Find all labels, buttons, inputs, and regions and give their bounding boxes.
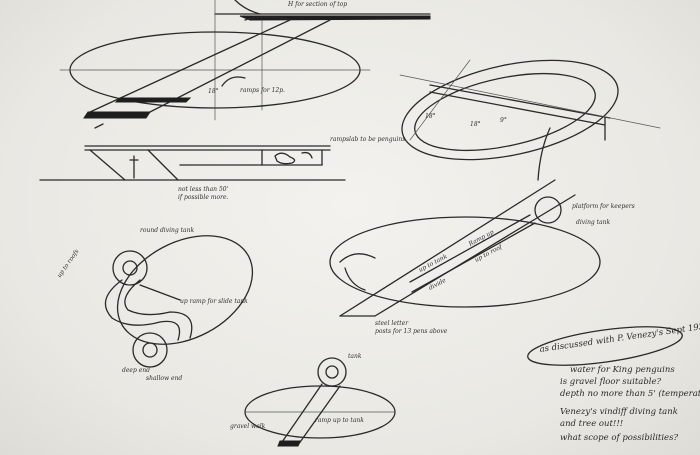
discussion-line-7: what scope of possibilities? bbox=[560, 433, 678, 443]
penguin-mark-2 bbox=[301, 151, 313, 159]
diving-tank-label: diving tank bbox=[576, 219, 611, 226]
section-elevation: rampslab to be penguins not less than 50… bbox=[39, 136, 405, 201]
round-tank-bottom bbox=[132, 332, 168, 368]
small-ramp-a bbox=[279, 383, 323, 446]
diving-tank-circle bbox=[534, 196, 562, 224]
roof-dots bbox=[244, 16, 291, 21]
ramp-slide-label: up ramp for slide tank bbox=[180, 298, 248, 305]
s-ramp-path-a bbox=[104, 279, 181, 341]
top-header-label: H for section of top bbox=[287, 1, 347, 8]
platform-label: platform for keepers bbox=[572, 203, 635, 210]
perspective-ellipse-inner bbox=[414, 72, 596, 152]
angle-d-label: 9° bbox=[500, 117, 507, 124]
small-plan: tank ramp up to tank gravel walk bbox=[230, 353, 396, 447]
less-than-label: not less than 50' bbox=[178, 186, 229, 193]
up-to-roofs-label: up to roofs bbox=[56, 248, 81, 279]
perspective-guide bbox=[399, 74, 661, 129]
ramp-edge-b bbox=[149, 19, 331, 113]
plan-ramp-mid-b bbox=[411, 222, 536, 293]
plan-curve-2 bbox=[344, 267, 366, 291]
posts-label: posts for 13 pens above bbox=[375, 328, 448, 335]
s-ramp-slab bbox=[139, 284, 181, 301]
divide-label: divide bbox=[428, 277, 448, 292]
human-figure bbox=[129, 155, 139, 179]
s-plan-ellipse bbox=[116, 235, 254, 345]
perspective-slab-bottom bbox=[429, 91, 606, 126]
plan-with-ramp: platform for keepers diving tank up to t… bbox=[329, 179, 635, 335]
discussion-line-3: is gravel floor suitable? bbox=[560, 377, 662, 387]
angle-a-label: 18° bbox=[208, 88, 219, 95]
gravel-walk-label: gravel walk bbox=[230, 423, 266, 430]
discussion-line-6: and tree out!!! bbox=[560, 419, 623, 429]
notes-circle bbox=[527, 326, 683, 366]
small-ramp-base bbox=[277, 440, 301, 447]
top-left-plan: H for section of top ramps for 12p. 18° bbox=[59, 0, 431, 129]
ramp-up-tank-label: ramp up to tank bbox=[315, 417, 364, 424]
round-tank-label: round diving tank bbox=[140, 227, 194, 234]
perspective-curve bbox=[537, 127, 551, 181]
penguin-mark bbox=[274, 152, 296, 165]
perspective-slab-top bbox=[429, 84, 611, 119]
tank-label: tank bbox=[348, 353, 362, 360]
perspective-view: 18° 18° 9° bbox=[399, 59, 661, 181]
small-tank-inner bbox=[325, 365, 339, 379]
discussion-notes: as discussed with P. Venezy's Sept 1933 … bbox=[527, 321, 700, 443]
round-tank-bottom-inner bbox=[142, 342, 158, 358]
plan-ellipse bbox=[329, 216, 601, 308]
angle-arc bbox=[221, 76, 246, 87]
plan-ramp-mid-a bbox=[409, 214, 531, 283]
plan-ramp-edge-a bbox=[339, 179, 556, 317]
round-tank-top bbox=[112, 250, 148, 286]
section-strut-right bbox=[147, 149, 179, 181]
plan-ramp-edge-b bbox=[374, 194, 576, 317]
top-slab-fill bbox=[239, 15, 431, 21]
arrow-mark bbox=[94, 123, 104, 129]
plan-curve bbox=[339, 253, 376, 263]
section-note: rampslab to be penguins bbox=[330, 136, 405, 143]
small-tank bbox=[317, 357, 347, 387]
possible-label: if possible more. bbox=[178, 194, 229, 201]
s-ramp-plan: round diving tank up to roofs up ramp fo… bbox=[56, 227, 254, 382]
angle-b-label: 18° bbox=[425, 113, 436, 120]
discussion-line-4: depth no more than 5' (temperature?) bbox=[560, 388, 700, 399]
steel-letter-label: steel letter bbox=[375, 320, 409, 327]
s-ramp-path-b bbox=[124, 279, 193, 339]
perspective-ellipse bbox=[401, 59, 619, 161]
discussion-line-2: water for King penguins bbox=[570, 365, 675, 375]
ramp-base-thick bbox=[83, 111, 151, 119]
deep-end-label: deep end bbox=[122, 367, 150, 374]
round-tank-top-inner bbox=[122, 260, 138, 276]
ramp-step-thick bbox=[114, 97, 192, 103]
shallow-end-label: shallow end bbox=[146, 375, 182, 382]
discussion-line-5: Venezy's vindiff diving tank bbox=[560, 407, 678, 417]
ramp-edge-a bbox=[89, 19, 291, 113]
top-curve bbox=[234, 0, 261, 15]
section-strut-left bbox=[89, 149, 126, 181]
perspective-guide-2 bbox=[409, 59, 471, 141]
ramp-top-label: ramps for 12p. bbox=[240, 87, 285, 94]
angle-c-label: 18° bbox=[470, 121, 481, 128]
small-ramp-b bbox=[297, 385, 341, 446]
